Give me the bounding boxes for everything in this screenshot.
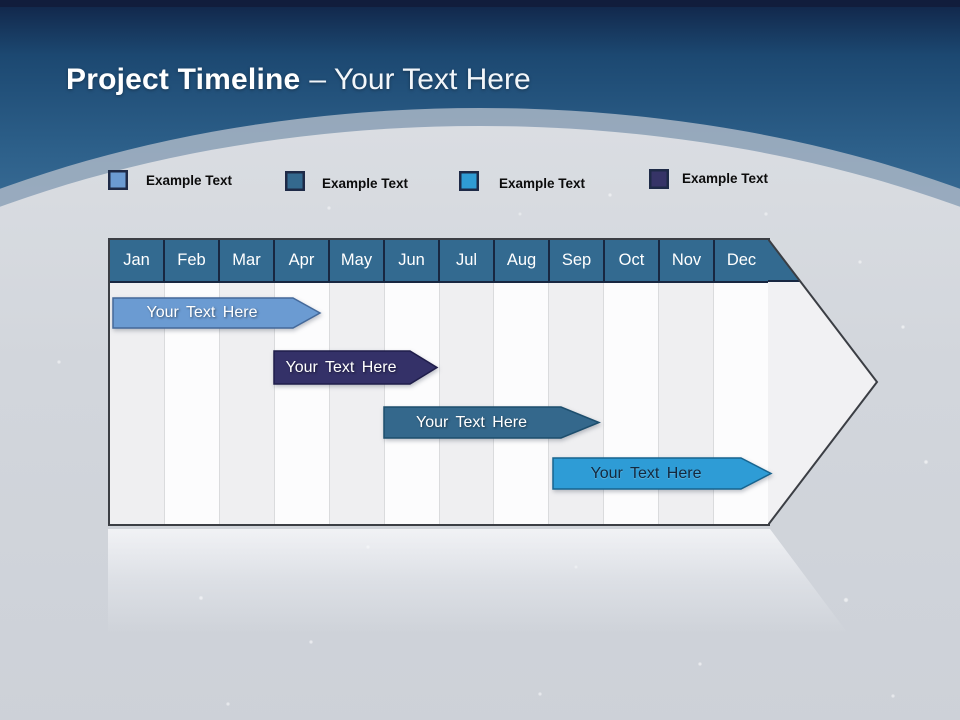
- timeline-bar-4-label: Your Text Here: [590, 464, 702, 482]
- legend-label-3: Example Text: [499, 176, 586, 191]
- month-cell-sep: Sep: [550, 240, 605, 281]
- month-column-jun: [384, 283, 440, 524]
- month-cell-nov: Nov: [660, 240, 715, 281]
- month-cell-jun: Jun: [385, 240, 440, 281]
- timeline-bar-1-label: Your Text Here: [146, 304, 258, 321]
- timeline-bar-3-shape: [383, 406, 601, 439]
- legend-label-2: Example Text: [322, 176, 409, 191]
- legend-swatch-2-icon: [285, 171, 305, 191]
- month-cell-feb: Feb: [165, 240, 220, 281]
- legend-label-1: Example Text: [146, 173, 233, 188]
- month-cell-dec: Dec: [726, 251, 757, 269]
- month-column-aug: [494, 283, 550, 524]
- legend-swatch-1-icon: [108, 170, 128, 190]
- month-cell-oct: Oct: [605, 240, 660, 281]
- month-cell-jan: Jan: [110, 240, 165, 281]
- timeline-arrowhead: [768, 238, 879, 526]
- timeline-bar-3[interactable]: Your Text Here: [383, 406, 602, 439]
- page-title[interactable]: Project Timeline– Your Text Here: [66, 60, 531, 100]
- table-reflection: [108, 529, 867, 659]
- top-edge-strip: [0, 0, 960, 7]
- legend-item-3[interactable]: Example Text: [459, 171, 585, 191]
- month-cell-may: May: [330, 240, 385, 281]
- timeline-bar-4[interactable]: Your Text Here: [552, 457, 774, 490]
- month-cell-jul: Jul: [440, 240, 495, 281]
- page-title-bold: Project Timeline: [66, 63, 301, 96]
- month-cell-apr: Apr: [275, 240, 330, 281]
- timeline-bar-1-shape: [112, 297, 322, 329]
- timeline-bar-4-shape: [552, 457, 773, 490]
- timeline-bar-2[interactable]: Your Text Here: [273, 350, 440, 385]
- legend-label-4: Example Text: [682, 171, 769, 186]
- month-cell-mar: Mar: [220, 240, 275, 281]
- legend-item-2[interactable]: Example Text: [285, 171, 408, 191]
- legend-swatch-3-icon: [459, 171, 479, 191]
- timeline-bar-1[interactable]: Your Text Here: [112, 297, 324, 329]
- timeline-bar-3-label: Your Text Here: [416, 413, 527, 431]
- month-column-may: [329, 283, 385, 524]
- legend-item-1[interactable]: Example Text: [108, 170, 232, 190]
- legend-swatch-4-icon: [649, 169, 669, 189]
- month-column-jul: [439, 283, 495, 524]
- timeline-bar-2-shape: [273, 350, 439, 385]
- timeline-bar-2-label: Your Text Here: [285, 358, 397, 376]
- legend-item-4[interactable]: Example Text: [649, 169, 768, 189]
- page-title-regular: – Your Text Here: [309, 63, 531, 96]
- month-cell-aug: Aug: [495, 240, 550, 281]
